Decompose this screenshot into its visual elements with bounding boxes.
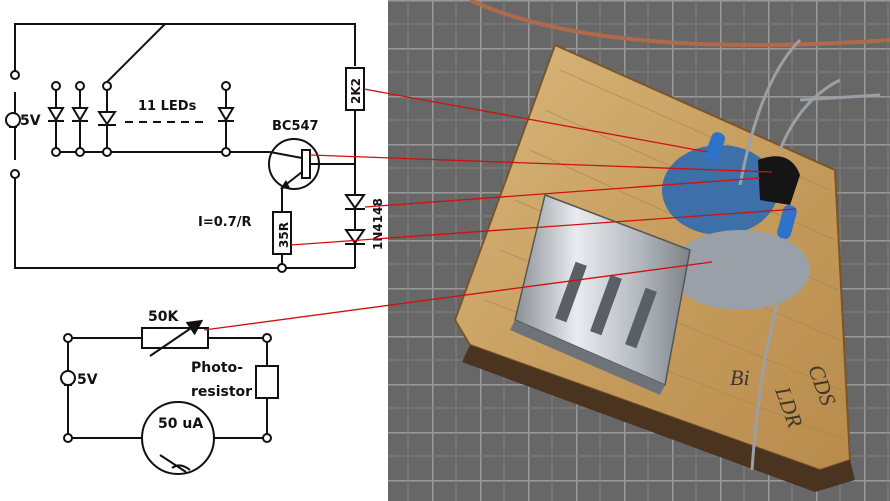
led-11	[217, 81, 235, 157]
leader-transistor	[309, 154, 773, 173]
light-meter-schematic: 50K 5V Photo- resistor 50 uA	[60, 309, 279, 475]
transistor-label: BC547	[272, 119, 319, 134]
ink-marking-3: Bi	[730, 365, 750, 390]
terminal-top-left	[10, 70, 20, 80]
pot-label: 50K	[148, 309, 179, 325]
solder-blob	[670, 230, 810, 310]
leader-2k2	[363, 88, 709, 153]
leader-35r	[290, 208, 797, 246]
resistor-35r-photo	[777, 205, 797, 239]
photoresistor-label-line1: Photo-	[191, 360, 243, 376]
battery-symbol	[5, 112, 21, 128]
led-3	[97, 23, 166, 157]
microammeter	[141, 401, 215, 475]
led-1	[47, 81, 65, 157]
meter-label: 50 uA	[158, 416, 203, 432]
diode-1n4148-pair	[344, 194, 366, 268]
transistor-bc547	[268, 138, 355, 212]
diode-label: 1N4148	[371, 198, 385, 250]
battery-symbol-bottom	[60, 370, 76, 386]
leader-diode	[364, 177, 761, 208]
resistor-2k2	[345, 67, 365, 195]
resistor-35r	[272, 211, 292, 273]
usb-socket	[510, 193, 691, 395]
current-formula: I=0.7/R	[198, 215, 252, 230]
terminal-bottom-left	[10, 169, 20, 179]
board-edge	[462, 345, 855, 492]
transistor-photo	[758, 156, 800, 205]
resistor-top-label: 2K2	[349, 78, 363, 104]
photoresistor	[255, 365, 279, 399]
photoresistor-label-line2: resistor	[191, 384, 252, 400]
supply-label: 5V	[20, 113, 41, 129]
resistor-2k2-photo	[704, 132, 726, 162]
copper-wire	[469, 0, 890, 47]
led-2	[71, 81, 89, 157]
led-array-label: 11 LEDs	[138, 99, 197, 114]
resistor-bottom-label: 35R	[277, 222, 291, 248]
leader-pot	[203, 261, 713, 331]
leader-lines	[203, 88, 797, 331]
led-driver-schematic: 5V 11 LEDs	[5, 23, 385, 273]
potentiometer-50k	[141, 319, 209, 357]
supply-label-bottom: 5V	[77, 372, 98, 388]
pcb-photo: CDS LDR Bi	[388, 0, 890, 501]
